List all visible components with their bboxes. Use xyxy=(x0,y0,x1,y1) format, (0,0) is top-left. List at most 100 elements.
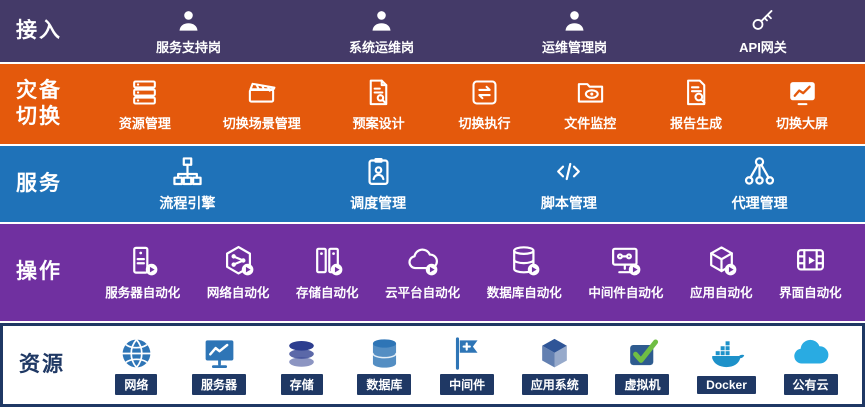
item-label: 脚本管理 xyxy=(540,195,597,211)
item-label: 服务支持岗 xyxy=(155,39,221,55)
item-person: 运维管理岗 xyxy=(542,7,607,56)
item-server-auto: 服务器自动化 xyxy=(105,244,180,301)
db-auto-icon xyxy=(508,244,541,277)
person-icon xyxy=(368,7,395,34)
item-label: 存储 xyxy=(280,374,323,395)
network-hex-icon xyxy=(222,244,255,277)
item-vm-check: 虚拟机 xyxy=(614,335,670,395)
person-icon xyxy=(175,7,202,34)
item-network-hex: 网络自动化 xyxy=(206,244,270,301)
middleware-flag-icon xyxy=(449,335,486,372)
item-report-doc: 报告生成 xyxy=(668,77,724,132)
item-script-code: 脚本管理 xyxy=(541,155,597,213)
item-label: 系统运维岗 xyxy=(348,39,414,55)
layer-resource: 资源 网络 服务器 存储 数据库 中间件 应用系统 虚拟机 Docker 公有云 xyxy=(0,323,865,407)
scene-clapper-icon xyxy=(246,77,277,108)
item-label: 预案设计 xyxy=(352,115,405,131)
item-label: 网络自动化 xyxy=(206,286,270,300)
layer-operation-label: 操作 xyxy=(16,260,62,284)
item-agent-nodes: 代理管理 xyxy=(732,155,788,213)
item-plan-doc: 预案设计 xyxy=(351,77,407,132)
item-label: 代理管理 xyxy=(731,195,788,211)
schedule-board-icon xyxy=(362,155,395,188)
layer-resource-items: 网络 服务器 存储 数据库 中间件 应用系统 虚拟机 Docker 公有云 xyxy=(95,335,862,395)
item-app-cube: 应用自动化 xyxy=(690,244,753,301)
item-label: 文件监控 xyxy=(564,115,617,131)
layer-operation: 操作 服务器自动化 网络自动化 存储自动化 云平台自动化 数据库自动化 中间件自动化 应用自… xyxy=(0,224,865,321)
item-db-auto: 数据库自动化 xyxy=(487,244,562,301)
item-middleware-flag: 中间件 xyxy=(439,335,495,395)
vm-check-icon xyxy=(624,335,661,372)
layer-service: 服务 流程引擎 调度管理 脚本管理 代理管理 xyxy=(0,146,865,222)
item-server-monitor: 服务器 xyxy=(191,335,247,395)
item-file-monitor: 文件监控 xyxy=(562,77,618,132)
agent-nodes-icon xyxy=(743,155,776,188)
middleware-monitor-icon xyxy=(609,244,642,277)
resource-stack-icon xyxy=(129,77,160,108)
api-key-icon xyxy=(749,7,776,34)
item-person: 系统运维岗 xyxy=(349,7,414,56)
public-cloud-icon xyxy=(792,335,829,372)
item-label: 应用系统 xyxy=(521,374,588,395)
item-middleware-monitor: 中间件自动化 xyxy=(588,244,663,301)
item-label: 网络 xyxy=(115,374,158,395)
item-scene-clapper: 切换场景管理 xyxy=(223,77,301,132)
switch-exec-icon xyxy=(469,77,500,108)
item-label: 数据库自动化 xyxy=(486,286,562,300)
item-storage-disks: 存储 xyxy=(274,335,330,395)
item-label: 中间件自动化 xyxy=(588,286,664,300)
item-label: 虚拟机 xyxy=(615,374,670,395)
layer-operation-items: 服务器自动化 网络自动化 存储自动化 云平台自动化 数据库自动化 中间件自动化 应用自动化 界… xyxy=(92,244,865,301)
item-label: 切换执行 xyxy=(458,115,511,131)
layer-disaster-switch: 灾备切换 资源管理切换场景管理预案设计切换执行文件监控报告生成切换大屏 xyxy=(0,64,865,144)
item-label: 应用自动化 xyxy=(690,286,753,300)
item-app-cube3d: 应用系统 xyxy=(521,335,588,395)
database-cyl-icon xyxy=(366,335,403,372)
item-label: 运维管理岗 xyxy=(541,39,607,55)
layer-access-items: 服务支持岗 系统运维岗 运维管理岗 API网关 xyxy=(92,7,865,56)
script-code-icon xyxy=(552,155,585,188)
server-monitor-icon xyxy=(201,335,238,372)
item-label: 中间件 xyxy=(440,374,495,395)
layer-service-label: 服务 xyxy=(16,171,62,195)
item-label: 公有云 xyxy=(783,374,838,395)
item-label: 服务器 xyxy=(192,374,247,395)
item-net-globe: 网络 xyxy=(108,335,164,395)
person-icon xyxy=(561,7,588,34)
item-public-cloud: 公有云 xyxy=(783,335,839,395)
item-database-cyl: 数据库 xyxy=(356,335,412,395)
item-label: 云平台自动化 xyxy=(385,286,461,300)
item-label: 数据库 xyxy=(357,374,412,395)
server-auto-icon xyxy=(126,244,159,277)
layer-disaster-switch-label: 灾备切换 xyxy=(16,78,62,128)
item-label: 调度管理 xyxy=(350,195,407,211)
file-monitor-icon xyxy=(575,77,606,108)
item-flow-engine: 流程引擎 xyxy=(159,155,215,213)
item-api-key: API网关 xyxy=(735,7,791,56)
storage-disks-icon xyxy=(283,335,320,372)
app-cube-icon xyxy=(705,244,738,277)
item-schedule-board: 调度管理 xyxy=(350,155,406,213)
flow-engine-icon xyxy=(171,155,204,188)
item-ui-film: 界面自动化 xyxy=(779,244,842,301)
big-screen-icon xyxy=(787,77,818,108)
net-globe-icon xyxy=(118,335,155,372)
item-label: Docker xyxy=(697,375,756,394)
item-storage-auto: 存储自动化 xyxy=(296,244,359,301)
item-label: 切换场景管理 xyxy=(222,115,301,131)
app-cube3d-icon xyxy=(536,335,573,372)
item-resource-stack: 资源管理 xyxy=(117,77,173,132)
item-docker-whale: Docker xyxy=(697,337,756,394)
report-doc-icon xyxy=(681,77,712,108)
layer-service-items: 流程引擎 调度管理 脚本管理 代理管理 xyxy=(92,155,865,213)
ui-film-icon xyxy=(794,244,827,277)
layer-resource-label: 资源 xyxy=(19,352,65,376)
plan-doc-icon xyxy=(363,77,394,108)
item-person: 服务支持岗 xyxy=(156,7,221,56)
item-label: 报告生成 xyxy=(670,115,723,131)
item-label: 服务器自动化 xyxy=(105,286,181,300)
item-label: 存储自动化 xyxy=(296,286,359,300)
item-label: 流程引擎 xyxy=(159,195,216,211)
